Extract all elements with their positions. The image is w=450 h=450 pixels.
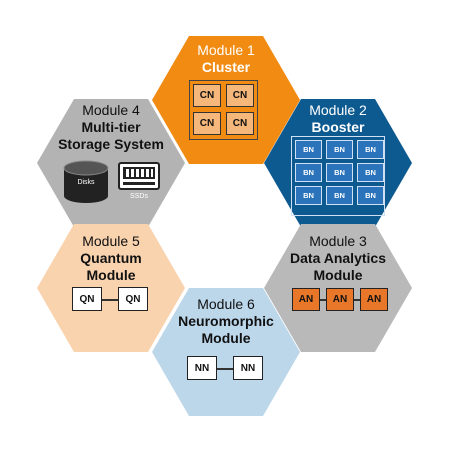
booster-node: BN [357, 163, 384, 182]
booster-node-frame [291, 136, 385, 216]
analytics-module-label: Module 3 [309, 233, 367, 249]
neuromorphic-node: NN [233, 356, 263, 380]
booster-title: Module 2 Booster [264, 102, 412, 136]
analytics-name-line2: Module [313, 267, 363, 283]
quantum-module-label: Module 5 [82, 233, 140, 249]
quantum-node: QN [118, 287, 148, 311]
neuromorphic-title: Module 6 Neuromorphic Module [152, 296, 300, 347]
storage-title: Module 4 Multi-tier Storage System [37, 102, 185, 153]
analytics-node: AN [326, 288, 354, 311]
cluster-module-label: Module 1 [197, 42, 255, 58]
disk-icon [62, 160, 110, 206]
quantum-title: Module 5 Quantum Module [37, 233, 185, 284]
storage-name-line1: Multi-tier [81, 119, 141, 135]
cluster-name: Cluster [201, 59, 251, 75]
neuromorphic-node: NN [187, 356, 217, 380]
quantum-node: QN [72, 287, 102, 311]
compute-node: CN [193, 112, 221, 135]
booster-module-label: Module 2 [309, 102, 367, 118]
booster-nodes: BN BN BN BN BN BN BN BN BN [295, 140, 384, 205]
booster-node: BN [295, 140, 322, 159]
cluster-node-frame [189, 80, 258, 140]
storage-name-line2: Storage System [58, 136, 164, 152]
ssd-icon [118, 162, 160, 190]
cluster-title: Module 1 Cluster [152, 42, 300, 76]
compute-node: CN [226, 112, 254, 135]
booster-node: BN [357, 140, 384, 159]
analytics-node: AN [360, 288, 388, 311]
neuromorphic-connector [205, 368, 245, 370]
neuromorphic-module-label: Module 6 [197, 296, 255, 312]
ssds-label: SSDs [130, 193, 148, 200]
booster-node: BN [295, 186, 322, 205]
compute-node: CN [226, 84, 254, 107]
neuromorphic-name-line2: Module [201, 330, 251, 346]
storage-module-label: Module 4 [82, 102, 140, 118]
quantum-name-line1: Quantum [80, 250, 142, 266]
booster-node: BN [295, 163, 322, 182]
analytics-node: AN [292, 288, 320, 311]
cluster-nodes: CN CN CN CN [193, 84, 254, 135]
disks-label: Disks [77, 179, 95, 186]
booster-name: Booster [311, 119, 365, 135]
booster-node: BN [357, 186, 384, 205]
booster-node: BN [326, 163, 353, 182]
quantum-connector [90, 299, 130, 301]
compute-node: CN [193, 84, 221, 107]
neuromorphic-name-line1: Neuromorphic [178, 313, 274, 329]
booster-node: BN [326, 186, 353, 205]
analytics-title: Module 3 Data Analytics Module [264, 233, 412, 284]
quantum-name-line2: Module [86, 267, 136, 283]
booster-node: BN [326, 140, 353, 159]
analytics-name-line1: Data Analytics [290, 250, 386, 266]
